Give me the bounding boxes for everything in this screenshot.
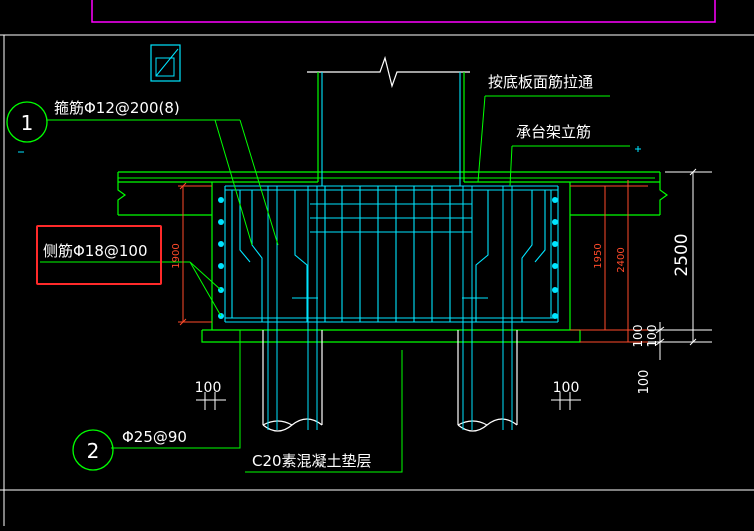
- callout-2: 2: [72, 429, 114, 471]
- column-outline: [307, 55, 470, 182]
- side-bar-label: 侧筋Φ18@100: [43, 242, 148, 260]
- pile-rebar: [267, 186, 513, 430]
- dim-100-a: 100: [631, 325, 645, 348]
- section-symbol-icon: [150, 44, 181, 82]
- red-dimensions: [178, 180, 648, 343]
- callout-2-number: 2: [87, 439, 100, 463]
- pile-cap-outline: [117, 171, 669, 343]
- pile-bar-label: Φ25@90: [122, 428, 187, 446]
- white-dimensions: [196, 168, 712, 410]
- highlight-box: [36, 225, 162, 285]
- callout-1: 1: [6, 101, 48, 143]
- callout-1-number: 1: [21, 111, 34, 135]
- dim-pile-right-100: 100: [553, 380, 580, 396]
- dim-1900: 1900: [171, 243, 182, 268]
- stirrup-label: 箍筋Φ12@200(8): [54, 99, 180, 117]
- top-bar-label: 按底板面筋拉通: [488, 73, 593, 91]
- dim-100-c: 100: [637, 370, 652, 395]
- frame-bar-label: 承台架立筋: [516, 123, 591, 141]
- piles: [262, 330, 518, 432]
- crosshair-marks: [18, 146, 641, 153]
- dim-100-b: 100: [645, 325, 659, 348]
- dim-pile-left-100: 100: [195, 380, 222, 396]
- dim-2500: 2500: [672, 233, 692, 276]
- leader-lines: [40, 95, 630, 473]
- cap-rebar-cage: [118, 72, 655, 323]
- dim-2400: 2400: [616, 247, 627, 272]
- cushion-label: C20素混凝土垫层: [252, 452, 372, 470]
- dim-1950: 1950: [593, 243, 604, 268]
